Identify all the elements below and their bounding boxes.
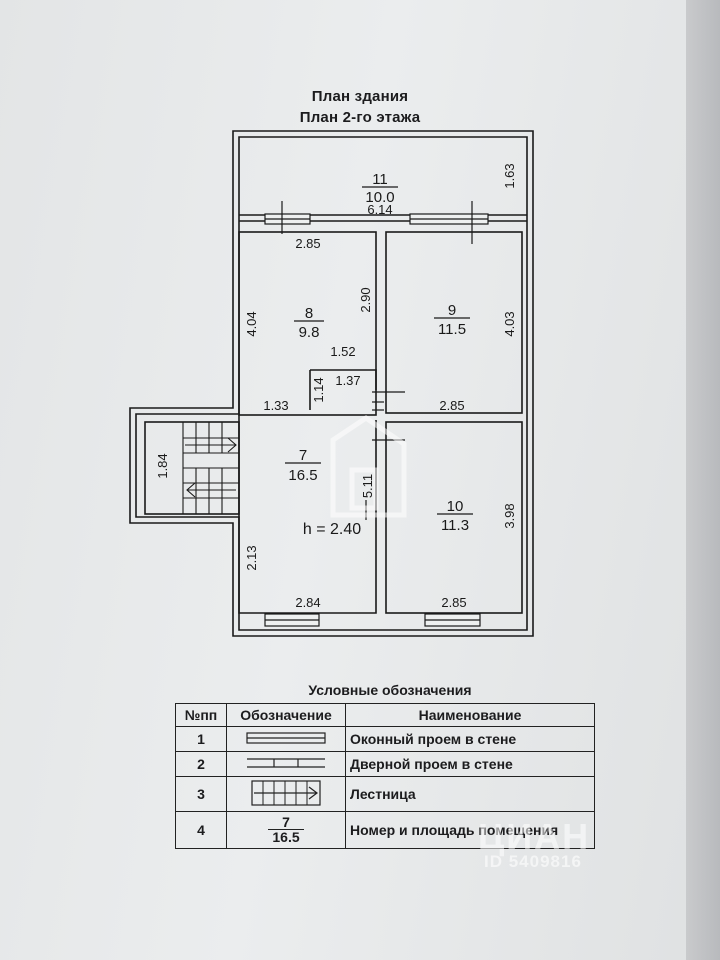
ceiling-height: h = 2.40 (303, 521, 361, 538)
legend-row-num: 4 (175, 811, 227, 849)
dim-2-85-bottom: 2.85 (441, 595, 466, 610)
room-7-number: 7 (299, 447, 307, 464)
room-8-walls (238, 231, 377, 416)
dim-4-03: 4.03 (502, 311, 517, 336)
legend-row-name: Лестница (345, 776, 595, 812)
dim-6-14: 6.14 (367, 202, 392, 217)
legend-row-name: Дверной проем в стене (345, 751, 595, 777)
room-8-area: 9.8 (299, 324, 320, 341)
legend-row-name: Номер и площадь помещения (345, 811, 595, 849)
legend-row-stairs: 3 Лестница (175, 776, 595, 812)
legend-row-num: 2 (175, 751, 227, 777)
room-11-area: 10.0 (365, 189, 394, 206)
dim-1-63: 1.63 (502, 163, 517, 188)
dim-2-13: 2.13 (244, 545, 259, 570)
legend-table: №пп Обозначение Наименование 1 Оконный п… (175, 703, 595, 849)
room-7-walls (238, 369, 377, 614)
door-symbol-icon (226, 751, 346, 777)
room-9-number: 9 (448, 302, 456, 319)
legend-row-name: Оконный проем в стене (345, 726, 595, 752)
room-9-area: 11.5 (438, 321, 466, 338)
dim-4-04: 4.04 (244, 311, 259, 336)
dim-5-11: 5.11 (360, 474, 375, 498)
legend-header-name: Наименование (345, 703, 595, 727)
legend-row-room-label: 4 7 16.5 Номер и площадь помещения (175, 811, 595, 849)
sample-room-area: 16.5 (272, 829, 300, 845)
legend-row-num: 3 (175, 776, 227, 812)
window-symbol-icon (226, 726, 346, 752)
dim-2-85-top: 2.85 (295, 236, 320, 251)
room-7-area: 16.5 (288, 467, 317, 484)
room-9-walls (385, 231, 523, 414)
legend-title: Условные обозначения (308, 682, 472, 698)
inner-wall-outline (135, 136, 528, 631)
legend-row-num: 1 (175, 726, 227, 752)
room-10-area: 11.3 (441, 517, 469, 534)
dim-2-85-mid: 2.85 (439, 398, 464, 413)
house-watermark-icon (330, 414, 407, 518)
dim-3-98: 3.98 (502, 503, 517, 528)
paper-edge-shadow (686, 0, 720, 960)
legend-header-num: №пп (175, 703, 227, 727)
dim-2-90: 2.90 (358, 287, 373, 312)
legend-header-symbol: Обозначение (226, 703, 346, 727)
plan-title: План здания (311, 88, 409, 105)
legend-row-door: 2 Дверной проем в стене (175, 751, 595, 777)
sample-room-number: 7 (268, 815, 304, 830)
cian-watermark: ЦИАН (478, 816, 591, 857)
dim-2-84: 2.84 (295, 595, 320, 610)
room-label-symbol: 7 16.5 (226, 811, 346, 849)
dim-1-14: 1.14 (311, 377, 326, 402)
room-11-number: 11 (372, 171, 388, 188)
room-8-number: 8 (305, 305, 313, 322)
legend-header-row: №пп Обозначение Наименование (175, 703, 595, 727)
window-symbols (264, 213, 489, 627)
outer-wall-outline (129, 130, 534, 637)
dim-1-33: 1.33 (263, 398, 288, 413)
legend-row-window: 1 Оконный проем в стене (175, 726, 595, 752)
room-10-number: 10 (447, 498, 464, 515)
dim-1-37: 1.37 (335, 373, 360, 388)
stairs-symbol-icon (226, 776, 346, 812)
floor-plan: 11 10.0 8 9.8 9 11.5 7 16.5 10 11.3 6.14… (129, 130, 534, 637)
plan-subtitle: План 2-го этажа (299, 109, 421, 126)
stairs (182, 422, 239, 514)
cian-watermark-id: ID 5409816 (484, 852, 582, 871)
dim-1-84: 1.84 (155, 453, 170, 478)
dim-1-52: 1.52 (330, 344, 355, 359)
